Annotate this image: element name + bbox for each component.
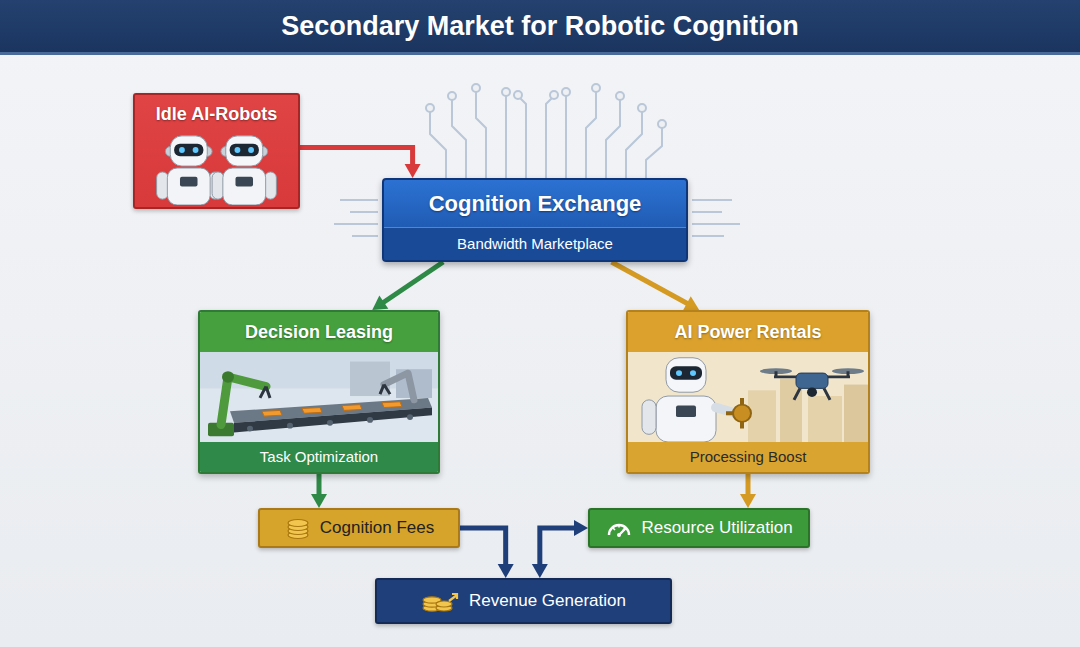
box-label: Resource Utilization (641, 518, 792, 538)
connector-line (300, 148, 413, 166)
box-label: Revenue Generation (469, 591, 626, 611)
connector (300, 148, 421, 178)
box-title: Idle AI-Robots (135, 95, 298, 125)
arrow-head (498, 564, 514, 578)
connector-line (382, 262, 443, 303)
panel-picture (628, 352, 868, 442)
box-label: Cognition Fees (320, 518, 434, 538)
panel-picture (200, 352, 438, 442)
arrow-head (683, 296, 699, 310)
panel-footer: Processing Boost (628, 442, 868, 472)
fee-box: Cognition Fees (258, 508, 460, 548)
connector (460, 528, 514, 578)
factory-illustration (200, 352, 438, 442)
connector-line (612, 262, 689, 304)
title-bar: Secondary Market for Robotic Cognition (0, 0, 1080, 55)
gauge-icon (605, 516, 633, 540)
arrow-head (372, 296, 388, 310)
robots-illustration (135, 131, 298, 205)
connector-line (460, 528, 506, 566)
revenue-box: Revenue Generation (375, 578, 672, 624)
coins-icon (284, 516, 312, 540)
connector (612, 262, 700, 310)
connector (740, 474, 756, 508)
robot-drone-illustration (628, 352, 868, 442)
revenue-coins-icon (421, 589, 461, 613)
panel-header: AI Power Rentals (628, 312, 868, 352)
connector (532, 520, 588, 578)
arrow-head (574, 520, 588, 536)
box-title: Cognition Exchange (384, 180, 686, 227)
arrow-head (740, 494, 756, 508)
panel-footer: Task Optimization (200, 442, 438, 472)
diagram-title: Secondary Market for Robotic Cognition (0, 0, 1080, 52)
panel-header: Decision Leasing (200, 312, 438, 352)
connector (311, 474, 327, 508)
box-subtitle: Bandwidth Marketplace (384, 227, 686, 260)
connector-line (540, 528, 576, 566)
service-panel: Decision Leasing Task Optimization (198, 310, 440, 474)
arrow-head (405, 164, 421, 178)
connector (372, 262, 443, 310)
exchange-box: Cognition ExchangeBandwidth Marketplace (382, 178, 688, 262)
arrow-head (311, 494, 327, 508)
service-panel: AI Power Rentals Processing Boost (626, 310, 870, 474)
utilization-box: Resource Utilization (588, 508, 810, 548)
connector-line (746, 474, 751, 496)
connector-line (317, 474, 322, 496)
arrow-head (532, 564, 548, 578)
source-box: Idle AI-Robots (133, 93, 300, 209)
